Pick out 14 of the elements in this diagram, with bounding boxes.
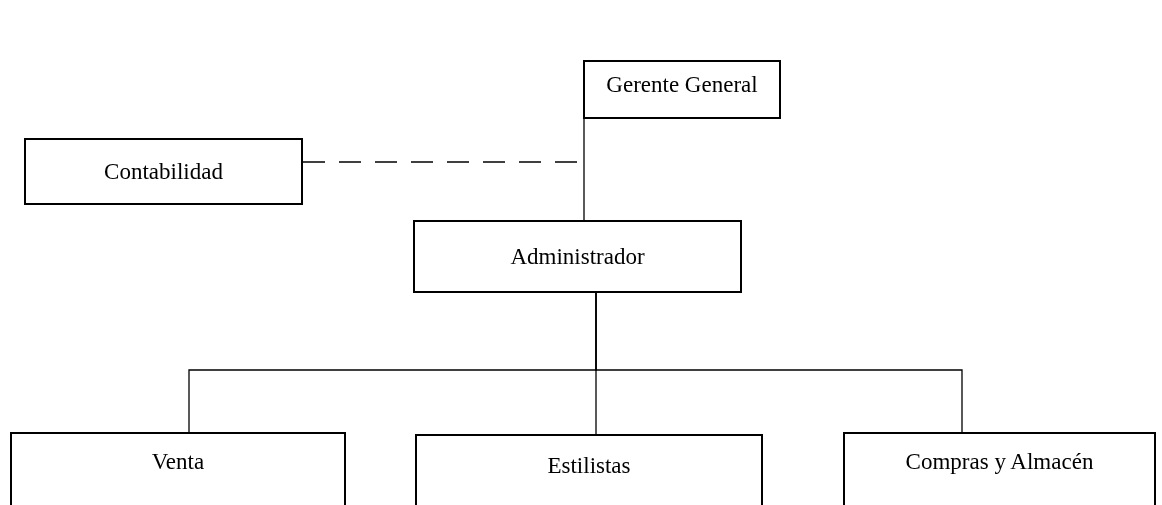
org-box — [10, 432, 346, 505]
org-box — [583, 60, 781, 119]
org-box — [843, 432, 1156, 505]
box-label: Estilistas — [547, 453, 631, 479]
box-label: Venta — [151, 449, 205, 475]
connector-line — [583, 118, 585, 221]
org-box — [24, 138, 303, 205]
box-label: Compras y Almacén — [905, 449, 1094, 475]
box-label: Contabilidad — [104, 158, 223, 185]
org-box — [413, 220, 742, 293]
box-label: Administrador — [510, 243, 645, 270]
connector-line — [595, 292, 963, 433]
box-label: Gerente General — [606, 72, 758, 98]
org-box — [415, 434, 763, 505]
